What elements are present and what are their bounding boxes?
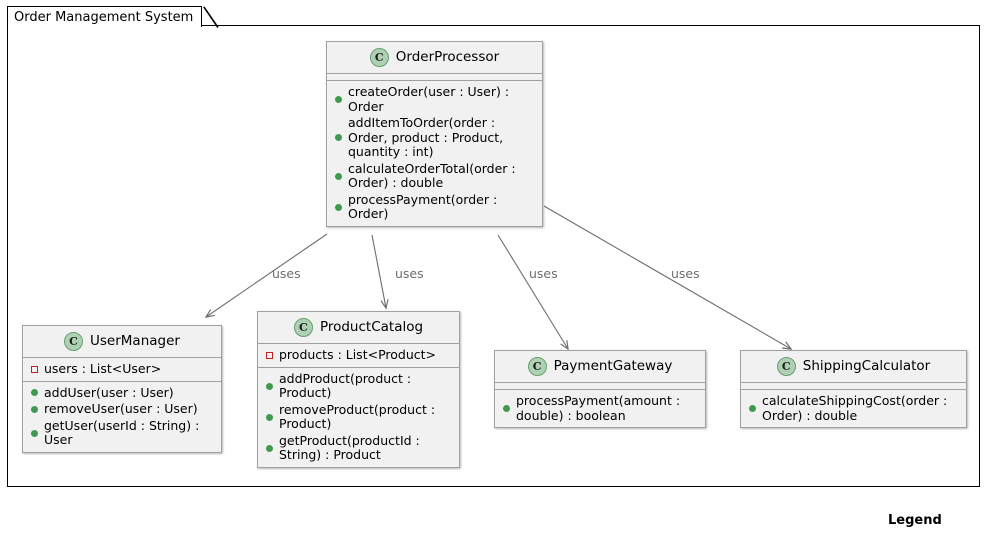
class-title-shippingcalculator: ShippingCalculator — [802, 358, 931, 374]
public-marker-icon — [334, 133, 343, 142]
legend-title: Legend — [888, 513, 942, 528]
private-marker-icon — [265, 351, 274, 360]
methods-compartment-orderprocessor: createOrder(user : User) : Order addItem… — [327, 81, 542, 226]
class-box-productcatalog[interactable]: C ProductCatalog products : List<Product… — [257, 311, 460, 468]
member-label: addItemToOrder(order : Order, product : … — [348, 115, 504, 159]
class-stereotype-icon: C — [369, 48, 389, 67]
methods-compartment-shippingcalculator: calculateShippingCost(order : Order) : d… — [741, 390, 966, 427]
class-title-usermanager: UserManager — [90, 333, 180, 349]
member-label: users : List<User> — [44, 361, 162, 376]
class-box-orderprocessor[interactable]: C OrderProcessor createOrder(user : User… — [326, 41, 543, 227]
member-label: products : List<Product> — [279, 347, 437, 362]
class-icon-letter: C — [374, 51, 384, 64]
class-stereotype-icon: C — [527, 357, 547, 376]
attributes-compartment-productcatalog: products : List<Product> — [258, 344, 459, 368]
class-member: addUser(user : User) — [28, 385, 216, 402]
public-marker-icon — [265, 413, 274, 422]
public-marker-icon — [334, 203, 343, 212]
class-stereotype-icon: C — [293, 318, 313, 337]
public-marker-icon — [334, 172, 343, 181]
class-stereotype-icon: C — [64, 332, 84, 351]
class-member: users : List<User> — [28, 361, 216, 378]
member-label: getUser(userId : String) : User — [44, 417, 200, 447]
class-box-shippingcalculator[interactable]: C ShippingCalculator calculateShippingCo… — [740, 350, 967, 428]
class-member: removeProduct(product : Product) — [263, 402, 454, 433]
class-stereotype-icon: C — [776, 357, 796, 376]
class-icon-letter: C — [532, 360, 542, 373]
public-marker-icon — [30, 429, 39, 438]
class-icon-letter: C — [781, 360, 791, 373]
class-member: calculateShippingCost(order : Order) : d… — [746, 393, 961, 424]
class-member: calculateOrderTotal(order : Order) : dou… — [332, 161, 537, 192]
member-label: processPayment(amount : double) : boolea… — [516, 393, 681, 423]
methods-compartment-usermanager: addUser(user : User) removeUser(user : U… — [23, 381, 221, 452]
class-member: processPayment(order : Order) — [332, 192, 537, 223]
member-label: createOrder(user : User) : Order — [348, 84, 510, 114]
attributes-compartment-orderprocessor — [327, 74, 542, 81]
public-marker-icon — [30, 405, 39, 414]
package-name-label: Order Management System — [14, 9, 194, 25]
attributes-compartment-paymentgateway — [495, 383, 705, 390]
member-label: calculateOrderTotal(order : Order) : dou… — [348, 160, 516, 190]
public-marker-icon — [30, 388, 39, 397]
class-title-paymentgateway: PaymentGateway — [553, 358, 673, 374]
methods-compartment-productcatalog: addProduct(product : Product) removeProd… — [258, 367, 459, 467]
class-member: createOrder(user : User) : Order — [332, 84, 537, 115]
public-marker-icon — [502, 404, 511, 413]
class-title-orderprocessor: OrderProcessor — [395, 49, 500, 65]
public-marker-icon — [265, 444, 274, 453]
class-header-paymentgateway: C PaymentGateway — [495, 351, 705, 383]
class-member: getProduct(productId : String) : Product — [263, 433, 454, 464]
class-icon-letter: C — [299, 321, 308, 334]
member-label: addProduct(product : Product) — [279, 370, 412, 400]
class-header-shippingcalculator: C ShippingCalculator — [741, 351, 966, 383]
methods-compartment-paymentgateway: processPayment(amount : double) : boolea… — [495, 390, 705, 427]
class-icon-letter: C — [69, 335, 78, 348]
attributes-compartment-shippingcalculator — [741, 383, 966, 390]
class-member: products : List<Product> — [263, 347, 454, 364]
public-marker-icon — [265, 382, 274, 391]
edge-label-productcatalog: uses — [395, 266, 424, 281]
class-member: getUser(userId : String) : User — [28, 418, 216, 449]
attributes-compartment-usermanager: users : List<User> — [23, 358, 221, 382]
class-header-productcatalog: C ProductCatalog — [258, 312, 459, 344]
member-label: removeUser(user : User) — [44, 401, 198, 416]
edge-label-usermanager: uses — [272, 266, 301, 281]
private-marker-icon — [30, 365, 39, 374]
class-box-paymentgateway[interactable]: C PaymentGateway processPayment(amount :… — [494, 350, 706, 428]
edge-label-paymentgateway: uses — [529, 266, 558, 281]
package-tab-slant — [203, 6, 219, 28]
class-member: addItemToOrder(order : Order, product : … — [332, 115, 537, 161]
class-box-usermanager[interactable]: C UserManager users : List<User> addUser… — [22, 325, 222, 453]
member-label: removeProduct(product : Product) — [279, 401, 436, 431]
class-header-orderprocessor: C OrderProcessor — [327, 42, 542, 74]
public-marker-icon — [748, 404, 757, 413]
class-member: processPayment(amount : double) : boolea… — [500, 393, 700, 424]
public-marker-icon — [334, 95, 343, 104]
class-title-productcatalog: ProductCatalog — [319, 319, 424, 335]
member-label: calculateShippingCost(order : Order) : d… — [762, 393, 948, 423]
edge-label-shippingcalculator: uses — [671, 266, 700, 281]
class-member: addProduct(product : Product) — [263, 371, 454, 402]
member-label: addUser(user : User) — [44, 384, 174, 400]
member-label: processPayment(order : Order) — [348, 191, 498, 221]
package-name-tab: Order Management System — [7, 6, 203, 27]
member-label: getProduct(productId : String) : Product — [279, 432, 420, 462]
class-header-usermanager: C UserManager — [23, 326, 221, 358]
class-member: removeUser(user : User) — [28, 401, 216, 418]
